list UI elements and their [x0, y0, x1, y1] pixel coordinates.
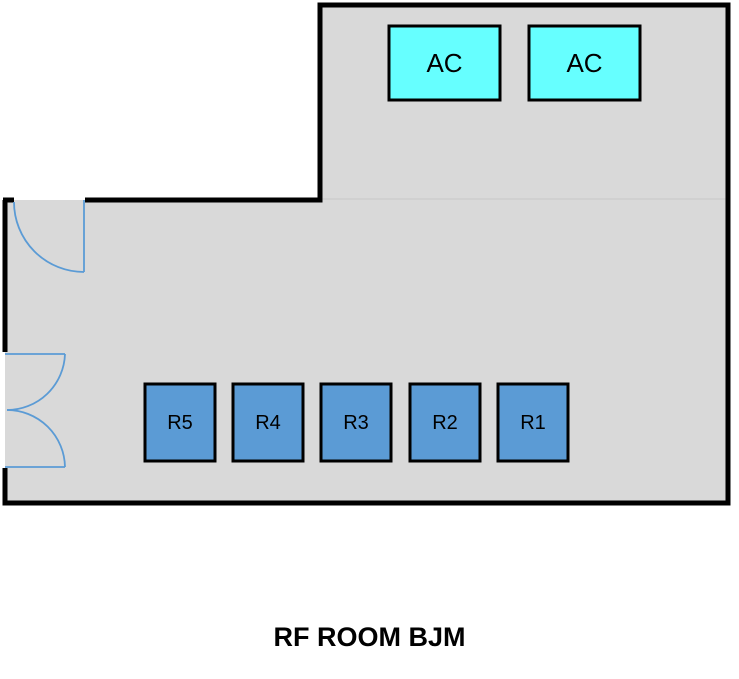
rack-label: R3 — [343, 412, 369, 434]
rack-box — [231, 382, 305, 463]
rack: R4 — [231, 382, 305, 463]
wall-main — [2, 2, 731, 506]
rack-box — [319, 382, 393, 463]
ac-units: AC AC — [387, 24, 642, 102]
door-top-swing-arc — [13, 201, 85, 273]
rack: R5 — [143, 382, 217, 463]
rack-box — [143, 382, 217, 463]
ac-unit-box — [387, 24, 502, 102]
rack-label: R2 — [432, 412, 458, 434]
rack: R1 — [496, 382, 570, 463]
door-left-arc-lower — [6, 409, 66, 468]
rack-label: R5 — [167, 412, 193, 434]
rack-label: R1 — [520, 412, 546, 434]
page-title: RF ROOM BJM — [273, 622, 466, 652]
rack-label: R4 — [255, 412, 281, 434]
rack: R2 — [408, 382, 482, 463]
ac-unit: AC — [527, 24, 642, 102]
rack: R3 — [319, 382, 393, 463]
door-top — [13, 200, 85, 273]
ac-unit-label: AC — [426, 48, 462, 78]
room-floor — [5, 5, 728, 503]
door-left — [5, 353, 66, 468]
rack-box — [496, 382, 570, 463]
ac-unit-label: AC — [566, 48, 602, 78]
ac-unit-box — [527, 24, 642, 102]
walls — [2, 2, 731, 506]
rack-box — [408, 382, 482, 463]
racks: R5 R4 R3 R2 R1 — [143, 382, 570, 463]
ac-unit: AC — [387, 24, 502, 102]
door-left-arc-upper — [6, 353, 66, 411]
